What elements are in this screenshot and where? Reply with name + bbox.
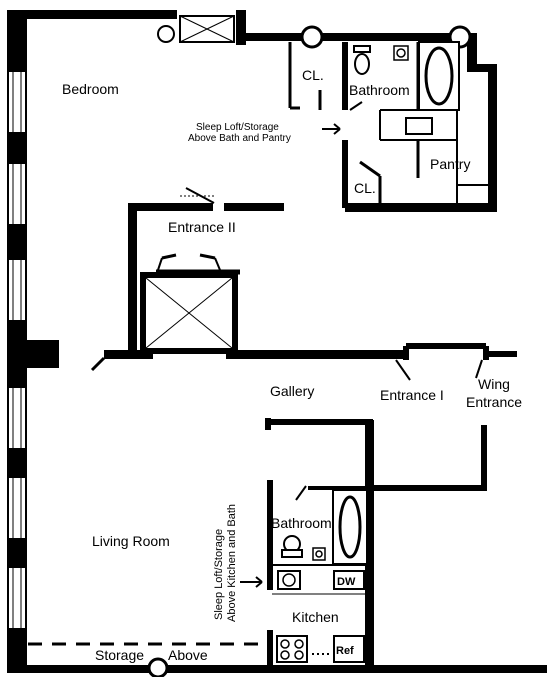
bathroom-lower-label: Bathroom bbox=[271, 515, 332, 531]
central-shaft bbox=[128, 203, 240, 355]
loft-upper-line1: Sleep Loft/Storage bbox=[196, 122, 279, 133]
kitchen-label: Kitchen bbox=[292, 609, 339, 625]
loft-upper-line2: Above Bath and Pantry bbox=[188, 133, 291, 144]
closet-lower-label: CL. bbox=[354, 180, 376, 196]
gallery-walls bbox=[90, 343, 517, 491]
entrance-2-label: Entrance II bbox=[168, 219, 236, 235]
closet-upper-label: CL. bbox=[302, 67, 324, 83]
gallery-label: Gallery bbox=[270, 383, 314, 399]
loft-lower-line1: Sleep Loft/Storage bbox=[213, 529, 225, 620]
wing-entrance-line2: Entrance bbox=[466, 394, 522, 410]
storage-label: Storage bbox=[95, 647, 144, 663]
dishwasher-label: DW bbox=[337, 576, 356, 588]
pantry-label: Pantry bbox=[430, 156, 470, 172]
refrigerator-label: Ref bbox=[336, 645, 354, 657]
bedroom-label: Bedroom bbox=[62, 81, 119, 97]
bathroom-upper-label: Bathroom bbox=[349, 82, 410, 98]
skylight-box bbox=[179, 15, 235, 43]
upper-wing-interior bbox=[180, 41, 490, 208]
left-windows bbox=[9, 72, 25, 628]
entrance-1-label: Entrance I bbox=[380, 387, 444, 403]
loft-lower-line2: Above Kitchen and Bath bbox=[226, 504, 238, 622]
loft-arrows bbox=[240, 123, 341, 588]
wing-entrance-line1: Wing bbox=[478, 376, 510, 392]
kitchen-bath bbox=[267, 480, 374, 670]
above-label: Above bbox=[168, 647, 208, 663]
living-room-label: Living Room bbox=[92, 533, 170, 549]
